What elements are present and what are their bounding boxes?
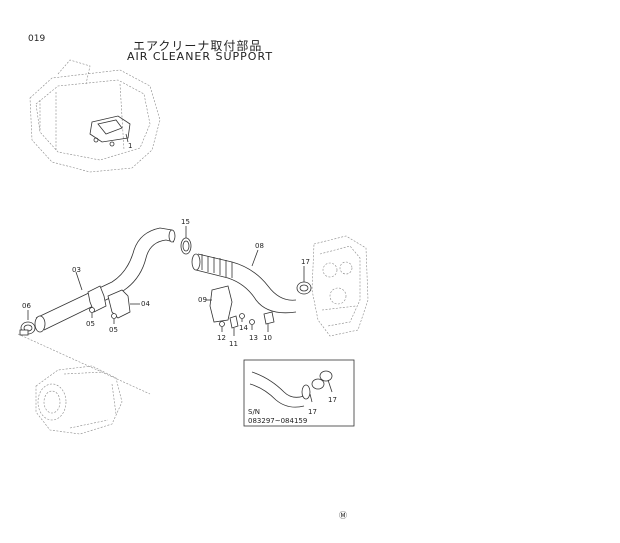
pipe-brackets: 04 05 05	[86, 285, 150, 334]
clamp-06: 06	[19, 302, 36, 336]
callout-17-main: 17	[301, 258, 310, 266]
callout-17-inset-right: 17	[328, 396, 337, 404]
hose-bracket: 09 12 11 14 13 10	[198, 285, 275, 348]
callout-06: 06	[22, 302, 31, 310]
machine-overview: 1	[29, 59, 161, 173]
clamp-15: 15	[180, 218, 192, 255]
callout-05-right: 05	[109, 326, 118, 334]
callout-08: 08	[255, 242, 264, 250]
serial-label: S/N	[248, 408, 260, 416]
callout-12: 12	[217, 334, 226, 342]
model-mark: Ⓜ	[339, 511, 347, 520]
callout-14: 14	[239, 324, 248, 332]
hose-08: 08	[191, 242, 297, 314]
callout-15: 15	[181, 218, 190, 226]
callout-09: 09	[198, 296, 207, 304]
callout-machine-ref: 1	[128, 142, 132, 150]
intake-pipe: 03	[34, 227, 176, 333]
page-number: 019	[28, 34, 46, 44]
air-cleaner	[17, 333, 151, 435]
callout-10: 10	[263, 334, 272, 342]
callout-11: 11	[229, 340, 238, 348]
title-japanese: エアクリーナ取付部品	[133, 39, 263, 53]
callout-05-left: 05	[86, 320, 95, 328]
title-english: AIR CLEANER SUPPORT	[127, 50, 274, 63]
callout-04: 04	[141, 300, 150, 308]
clamp-17-main: 17	[296, 258, 312, 295]
serial-inset: 17 17 S/N 083297~084159	[243, 359, 355, 427]
callout-13: 13	[249, 334, 258, 342]
callout-17-inset-left: 17	[308, 408, 317, 416]
serial-range: 083297~084159	[248, 417, 307, 425]
engine	[311, 235, 369, 337]
callout-03: 03	[72, 266, 81, 274]
